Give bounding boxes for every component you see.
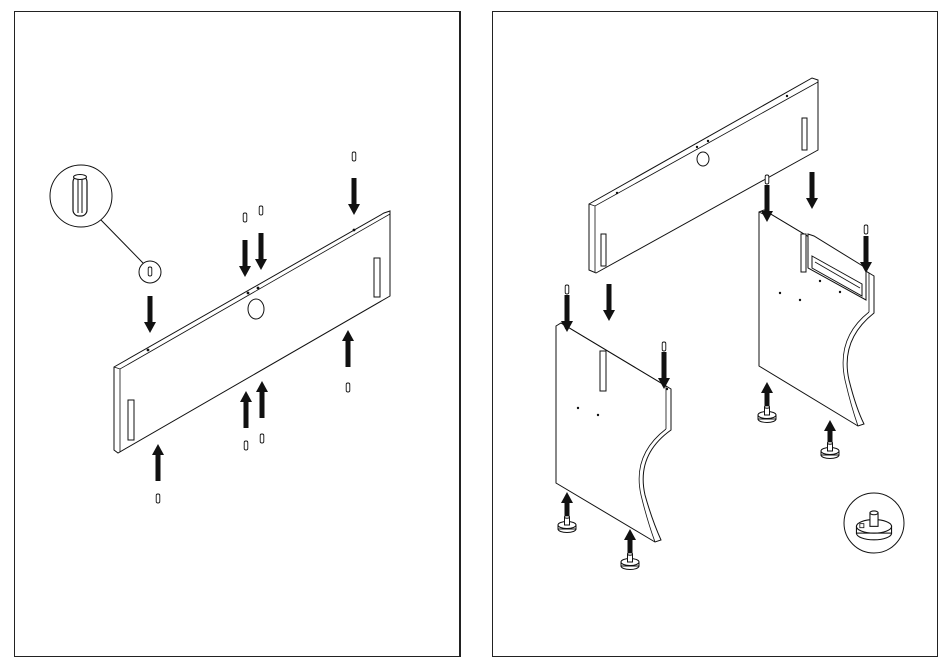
- dowel-detail-callout: [50, 165, 161, 283]
- right-assembly: [556, 78, 904, 570]
- right-side-panel: [759, 210, 874, 426]
- dowel-pin-icon: [73, 175, 87, 217]
- left-assembly: [50, 152, 390, 503]
- left-side-panel: [556, 323, 671, 542]
- leveling-foot-icon: [844, 493, 904, 553]
